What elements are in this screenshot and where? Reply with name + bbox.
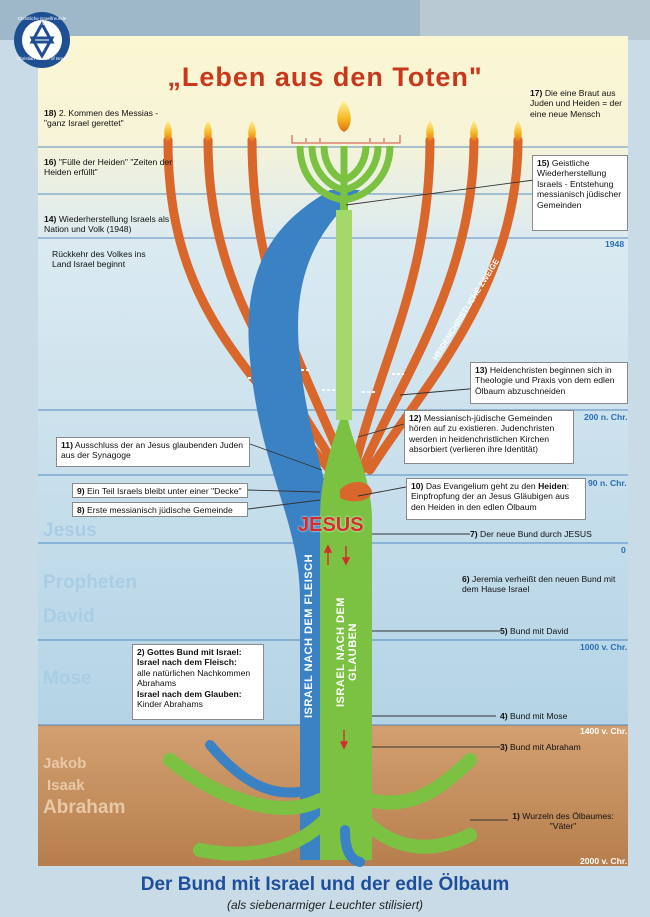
label-17: 17) Die eine Braut aus Juden und Heiden … bbox=[530, 88, 622, 119]
label-18: 18) 2. Kommen des Messias - "ganz Israel… bbox=[44, 108, 159, 129]
label-16: 16) "Fülle der Heiden" "Zeiten der Heide… bbox=[44, 157, 173, 178]
age-david: David bbox=[43, 606, 95, 627]
label-14: 14) Wiederherstellung Israels als Nation… bbox=[44, 214, 170, 235]
trunk-arrows bbox=[323, 544, 351, 750]
menorah-top bbox=[296, 145, 394, 205]
logo-text-top: Christliche Israelfreunde e.V. bbox=[17, 16, 67, 26]
era-1400v: 1400 v. Chr. bbox=[580, 726, 628, 736]
label-3: 3) Bund mit Abraham bbox=[500, 742, 581, 752]
label-10: 10) Das Evangelium geht zu den Heiden: E… bbox=[406, 478, 586, 520]
label-1: 1) Wurzeln des Ölbaumes: "Väter" bbox=[512, 811, 614, 832]
label-7: 7) Der neue Bund durch JESUS bbox=[470, 529, 592, 539]
label-13: 13) Heidenchristen beginnen sich in Theo… bbox=[470, 362, 628, 404]
label-4: 4) Bund mit Mose bbox=[500, 711, 568, 721]
label-2: 2) Gottes Bund mit Israel: Israel nach d… bbox=[132, 644, 264, 720]
leader-lines bbox=[247, 179, 535, 821]
label-15: 15) Geistliche Wiederherstellung Israels… bbox=[532, 155, 628, 231]
label-12: 12) Messianisch-jüdische Gemeinden hören… bbox=[404, 410, 574, 464]
era-2000v: 2000 v. Chr. bbox=[580, 856, 628, 866]
age-jakob: Jakob bbox=[43, 755, 87, 772]
israel-faith-trunk bbox=[320, 200, 372, 860]
label-9: 9) Ein Teil Israels bleibt unter einer "… bbox=[72, 483, 248, 498]
age-propheten: Propheten bbox=[43, 572, 137, 593]
age-abraham: Abraham bbox=[43, 797, 126, 818]
label-14b: Rückkehr des Volkes ins Land Israel begi… bbox=[52, 249, 146, 270]
trunk-right-label: ISRAEL NACH DEM GLAUBEN bbox=[335, 597, 359, 707]
gentile-branches bbox=[163, 135, 523, 475]
graft-leaf bbox=[340, 481, 372, 502]
footer-subtitle: (als siebenarmiger Leuchter stilisiert) bbox=[226, 898, 424, 912]
jesus-label: JESUS bbox=[298, 514, 364, 536]
age-jesus: Jesus bbox=[43, 520, 97, 541]
trunk-left-label: ISRAEL NACH DEM FLEISCH bbox=[303, 553, 315, 719]
era-1000v: 1000 v. Chr. bbox=[580, 642, 628, 652]
page-title: „Leben aus den Toten" bbox=[167, 62, 483, 92]
label-11: 11) Ausschluss der an Jesus glaubenden J… bbox=[56, 437, 250, 467]
label-8: 8) Erste messianisch jüdische Gemeinde bbox=[72, 502, 248, 517]
era-200n: 200 n. Chr. bbox=[584, 412, 628, 422]
age-isaak: Isaak bbox=[47, 777, 85, 794]
light-rays bbox=[291, 135, 401, 144]
roots bbox=[163, 753, 477, 861]
footer-title: Der Bund mit Israel und der edle Ölbaum bbox=[140, 874, 510, 895]
era-0: 0 bbox=[621, 545, 626, 555]
logo-text-bottom: Christian friends of Israel bbox=[17, 56, 67, 61]
candle-flames bbox=[164, 100, 522, 142]
era-90n: 90 n. Chr. bbox=[588, 478, 627, 488]
era-1948: 1948 bbox=[605, 239, 625, 249]
age-mose: Mose bbox=[43, 668, 92, 689]
label-6: 6) Jeremia verheißt den neuen Bund mit d… bbox=[462, 574, 616, 595]
label-5: 5) Bund mit David bbox=[500, 626, 569, 636]
